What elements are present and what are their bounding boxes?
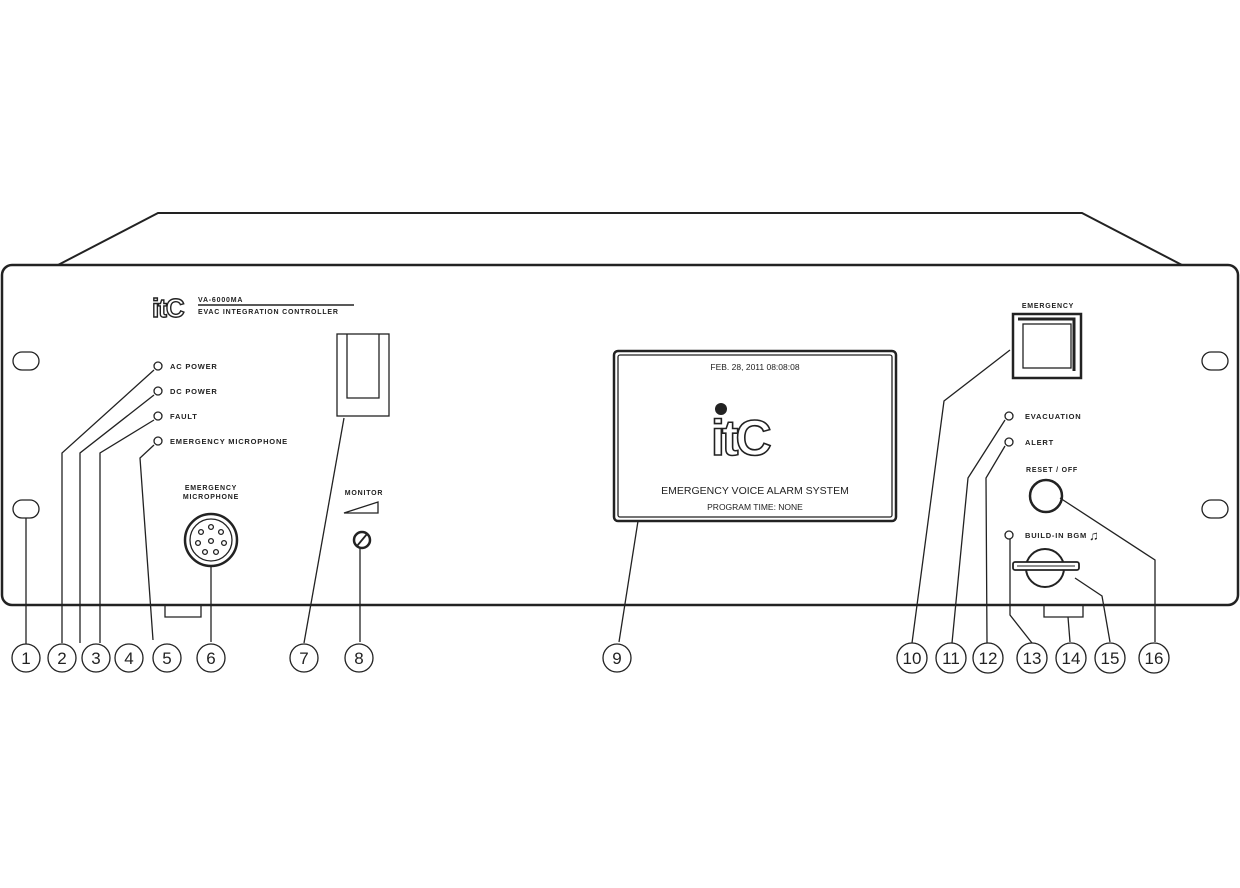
svg-text:10: 10 [903, 649, 922, 668]
callout-11: 11 [935, 642, 967, 674]
callout-3: 3 [81, 643, 111, 673]
callout-1: 1 [11, 643, 41, 673]
model-label: VA-6000MA [198, 297, 243, 304]
svg-text:8: 8 [354, 649, 363, 668]
emergency-button[interactable]: EMERGENCY [1011, 303, 1083, 380]
indicator-label-fault: FAULT [170, 412, 198, 421]
status-indicators: AC POWER DC POWER FAULT EMERGENCY MICROP… [153, 361, 288, 446]
display-program-time: PROGRAM TIME: NONE [707, 502, 803, 512]
product-subtitle: EVAC INTEGRATION CONTROLLER [198, 309, 339, 316]
brand-block: itC VA-6000MA EVAC INTEGRATION CONTROLLE… [151, 292, 354, 324]
sd-card-slot[interactable] [1012, 548, 1080, 588]
rack-slot-left-top [12, 351, 40, 371]
indicator-label-evacuation: EVACUATION [1025, 412, 1081, 421]
callout-6: 6 [196, 643, 226, 673]
svg-text:3: 3 [91, 649, 100, 668]
led-evacuation [1004, 411, 1014, 421]
rack-slot-right-bottom [1201, 499, 1229, 519]
callout-16: 16 [1138, 642, 1170, 674]
callout-12: 12 [972, 642, 1004, 674]
microphone-jack[interactable]: EMERGENCY MICROPHONE [183, 485, 239, 568]
mic-jack-label-line2: MICROPHONE [183, 494, 239, 501]
display-title: EMERGENCY VOICE ALARM SYSTEM [661, 485, 849, 497]
indicator-label-alert: ALERT [1025, 438, 1054, 447]
bgm-section: BUILD-IN BGM ♫ [1004, 528, 1099, 543]
svg-text:2: 2 [57, 649, 66, 668]
chassis-top [57, 212, 1183, 266]
callout-7: 7 [289, 643, 319, 673]
svg-text:14: 14 [1062, 649, 1081, 668]
mic-holder [336, 333, 390, 417]
callout-14: 14 [1055, 642, 1087, 674]
volume-ramp-icon [343, 501, 379, 514]
led-fault [153, 411, 163, 421]
svg-text:6: 6 [206, 649, 215, 668]
indicator-label-dc-power: DC POWER [170, 387, 218, 396]
indicator-label-emergency-microphone: EMERGENCY MICROPHONE [170, 437, 288, 446]
svg-text:15: 15 [1101, 649, 1120, 668]
callout-9: 9 [602, 643, 632, 673]
callout-2: 2 [47, 643, 77, 673]
svg-text:9: 9 [612, 649, 621, 668]
emergency-button-label: EMERGENCY [1022, 303, 1074, 310]
monitor-label: MONITOR [345, 490, 384, 497]
indicator-label-ac-power: AC POWER [170, 362, 218, 371]
reset-off-button[interactable]: RESET / OFF [1026, 467, 1078, 514]
reset-off-label: RESET / OFF [1026, 467, 1078, 474]
bgm-label: BUILD-IN BGM [1025, 531, 1087, 540]
monitor-volume[interactable]: MONITOR [343, 490, 384, 550]
svg-text:4: 4 [124, 649, 133, 668]
callout-10: 10 [896, 642, 928, 674]
svg-text:16: 16 [1145, 649, 1164, 668]
mic-jack-label-line1: EMERGENCY [185, 485, 237, 492]
svg-text:13: 13 [1023, 649, 1042, 668]
led-emergency-microphone [153, 436, 163, 446]
brand-logo: itC [152, 293, 185, 323]
left-foot [164, 605, 202, 618]
display-logo: itC [711, 410, 771, 466]
svg-text:12: 12 [979, 649, 998, 668]
alarm-indicators: EVACUATION ALERT [1004, 411, 1081, 447]
display-logo-dot [715, 403, 727, 415]
rack-slot-right-top [1201, 351, 1229, 371]
right-foot [1043, 605, 1084, 618]
svg-text:5: 5 [162, 649, 171, 668]
svg-text:1: 1 [21, 649, 30, 668]
svg-text:7: 7 [299, 649, 308, 668]
led-dc-power [153, 386, 163, 396]
callout-15: 15 [1094, 642, 1126, 674]
led-alert [1004, 437, 1014, 447]
callout-numbers: 1 2 3 4 5 6 7 8 9 10 11 12 13 14 15 16 [11, 642, 1170, 674]
callout-5: 5 [152, 643, 182, 673]
svg-text:11: 11 [942, 649, 960, 668]
led-bgm [1004, 530, 1014, 540]
music-note-icon: ♫ [1089, 528, 1099, 543]
callout-13: 13 [1016, 642, 1048, 674]
display-datetime: FEB. 28, 2011 08:08:08 [710, 362, 799, 372]
callout-leaders [25, 349, 1156, 644]
lcd-display: FEB. 28, 2011 08:08:08 itC EMERGENCY VOI… [612, 349, 898, 523]
led-ac-power [153, 361, 163, 371]
callout-8: 8 [344, 643, 374, 673]
callout-4: 4 [114, 643, 144, 673]
